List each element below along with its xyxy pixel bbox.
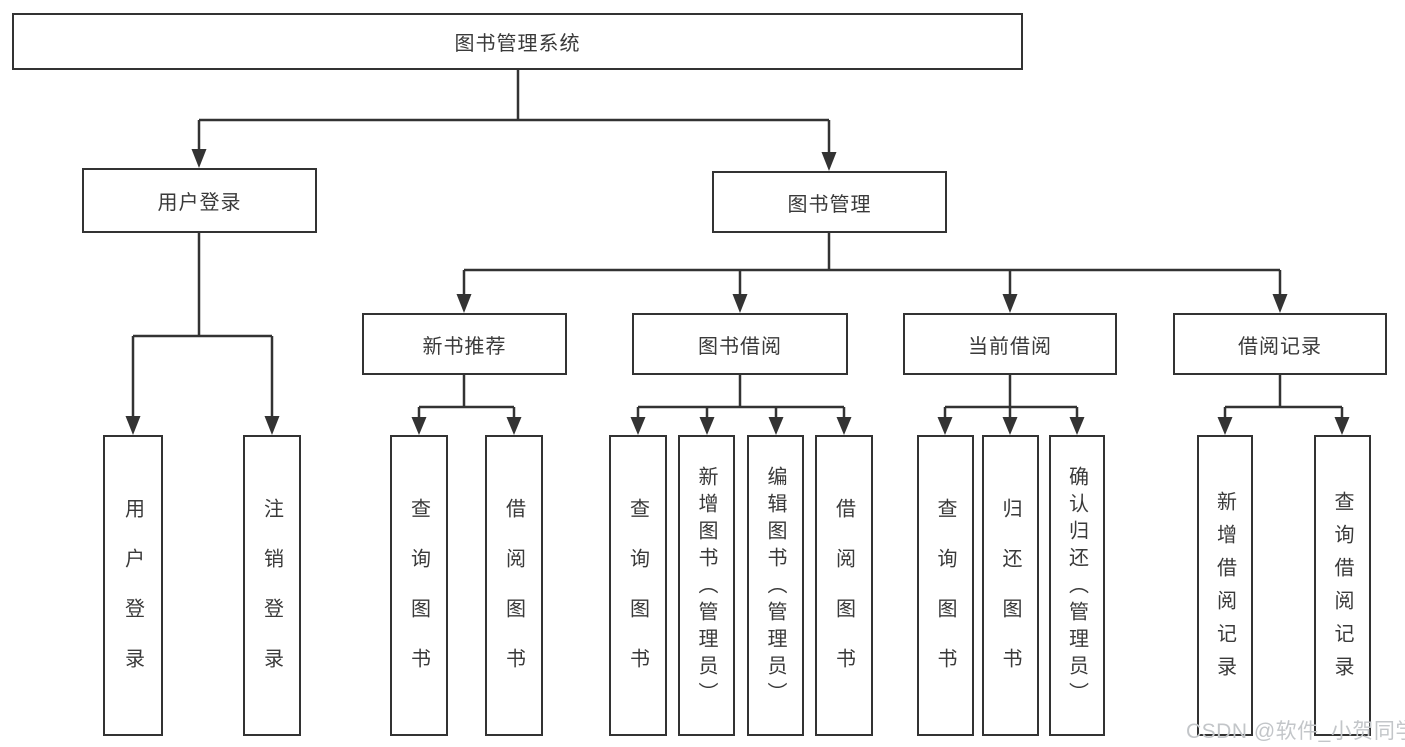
leaf-query-books-current: 查询图书 [917,435,974,736]
leaf-user-login: 用户登录 [103,435,163,736]
node-borrowing-records: 借阅记录 [1173,313,1387,375]
leaf-edit-book-admin: 编辑图书（管理员） [747,435,804,736]
node-current-borrowing: 当前借阅 [903,313,1117,375]
leaf-borrow-books-borrowing: 借阅图书 [815,435,873,736]
leaf-return-book: 归还图书 [982,435,1039,736]
leaf-query-borrow-record: 查询借阅记录 [1314,435,1371,736]
node-book-management: 图书管理 [712,171,947,233]
leaf-borrow-books-recommend: 借阅图书 [485,435,543,736]
leaf-query-books-borrowing: 查询图书 [609,435,667,736]
leaf-logout: 注销登录 [243,435,301,736]
node-user-login: 用户登录 [82,168,317,233]
leaf-add-book-admin: 新增图书（管理员） [678,435,735,736]
node-new-book-recommend: 新书推荐 [362,313,567,375]
leaf-confirm-return-admin: 确认归还（管理员） [1049,435,1105,736]
leaf-query-books-recommend: 查询图书 [390,435,448,736]
node-book-borrowing: 图书借阅 [632,313,848,375]
csdn-watermark: CSDN @软件_小贺同学 [1186,720,1405,743]
node-root: 图书管理系统 [12,13,1023,70]
leaf-add-borrow-record: 新增借阅记录 [1197,435,1253,736]
arrowheads [125,149,1350,435]
